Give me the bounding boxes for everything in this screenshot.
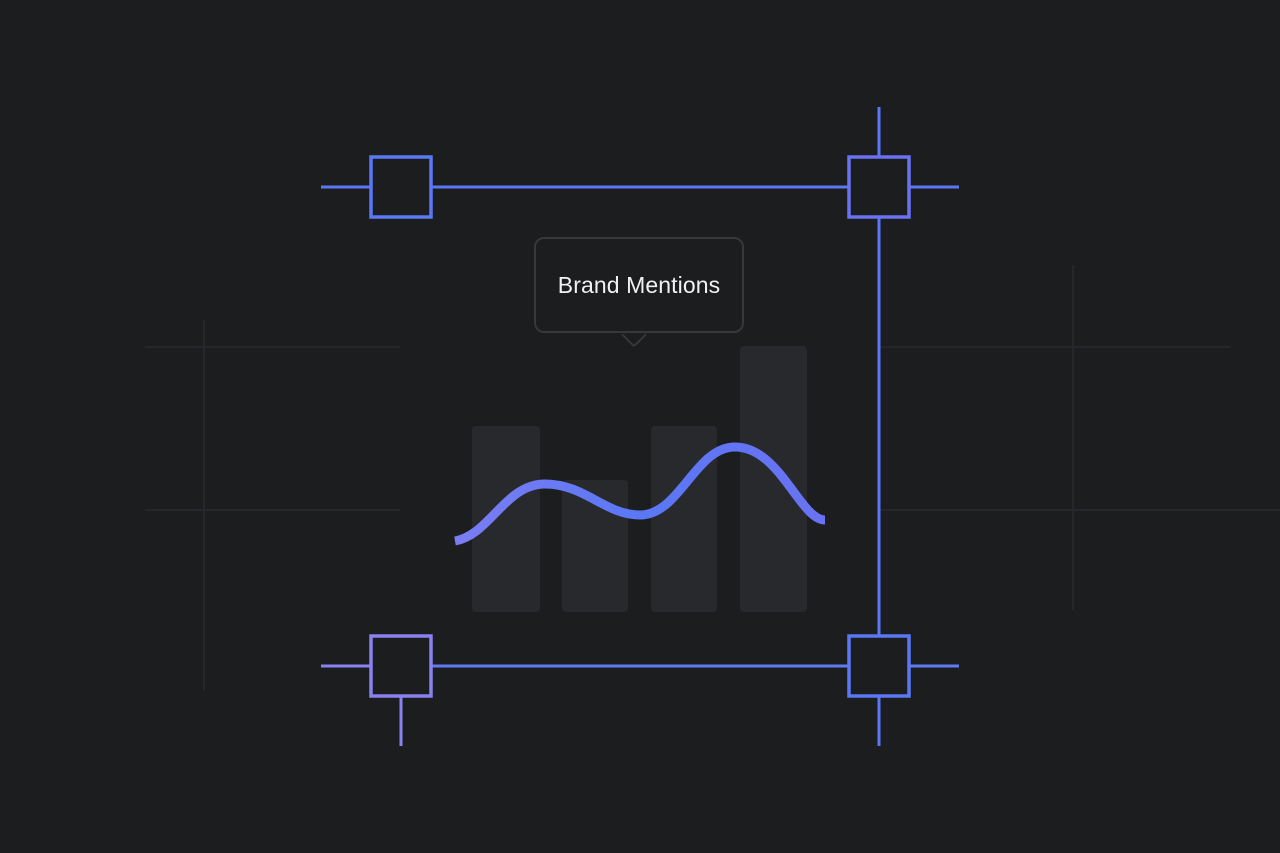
- chart-tooltip: Brand Mentions: [534, 237, 744, 333]
- trend-line: [453, 442, 826, 546]
- handle-top-left[interactable]: [369, 155, 433, 219]
- bar-chart: [472, 346, 807, 612]
- bar-4: [740, 346, 807, 612]
- handle-bottom-left[interactable]: [369, 634, 433, 698]
- handle-top-right[interactable]: [847, 155, 911, 219]
- tooltip-label: Brand Mentions: [557, 271, 721, 298]
- bar-1: [472, 426, 540, 612]
- resize-handles[interactable]: [369, 155, 911, 698]
- handle-bottom-right[interactable]: [847, 634, 911, 698]
- background-grid: [145, 265, 1280, 690]
